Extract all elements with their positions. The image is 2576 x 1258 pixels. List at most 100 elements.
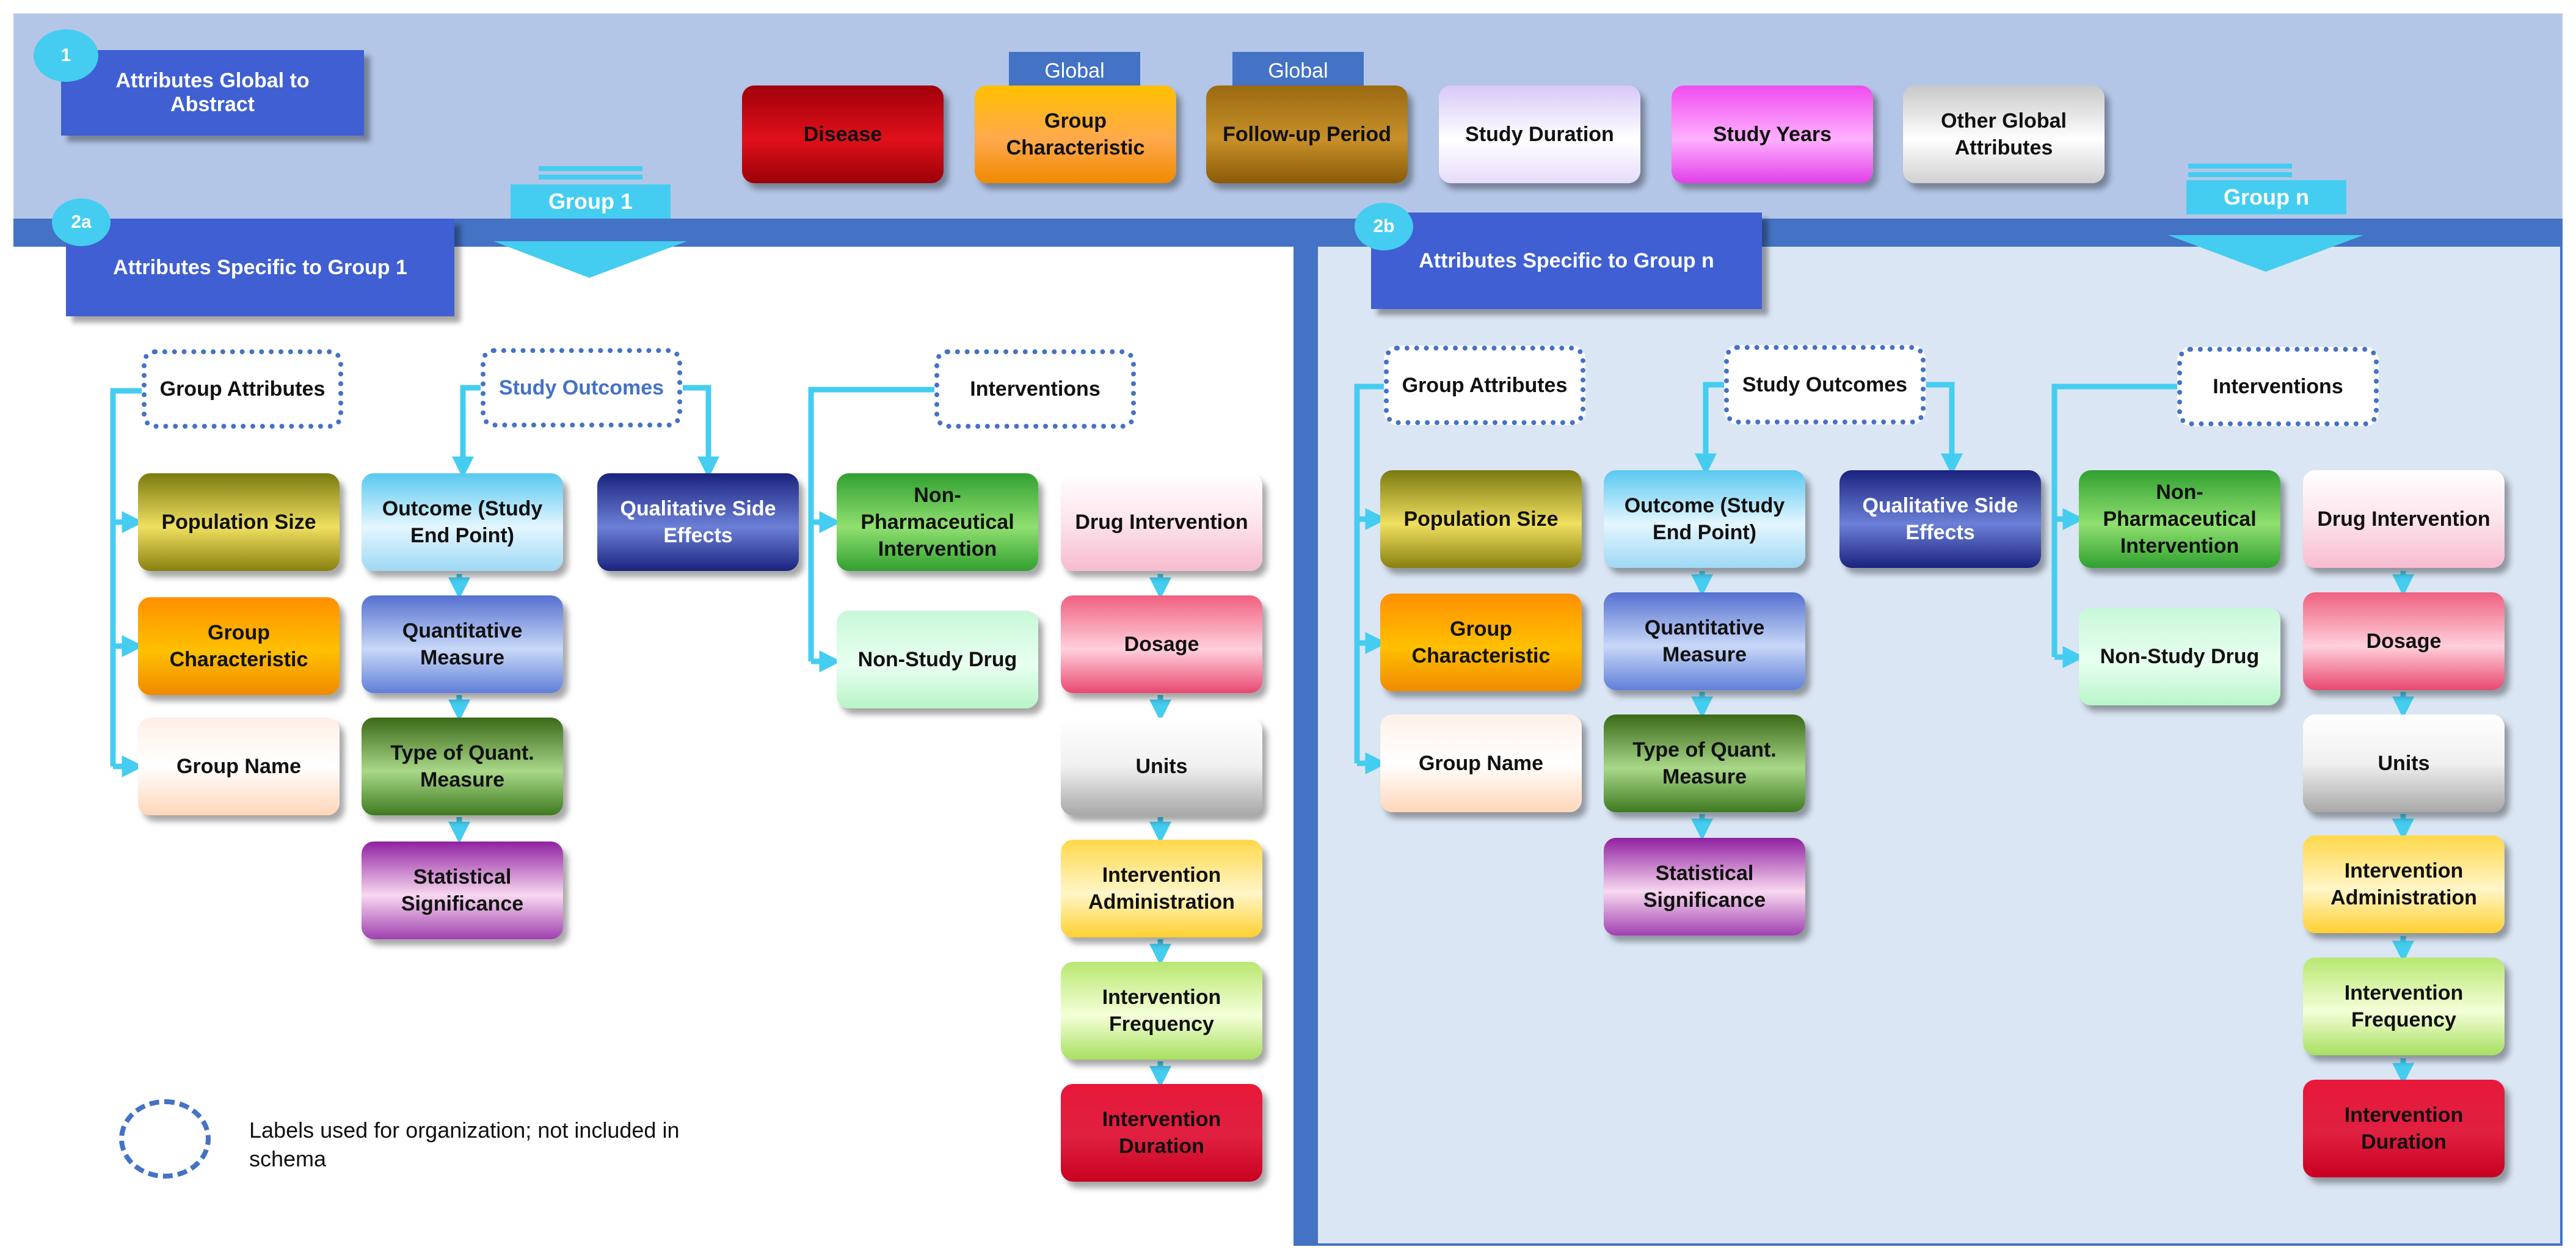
g1-intervention-administration: Intervention Administration — [1061, 840, 1262, 937]
g1-quantitative-measure: Quantitative Measure — [362, 595, 563, 693]
global-attr-group-characteristic: Group Characteristic — [975, 85, 1176, 183]
label-text: Group Attributes — [159, 377, 326, 401]
node-text: Dosage — [2366, 629, 2442, 653]
node-text: Study Duration — [1465, 122, 1614, 146]
g1-statistical-significance: Statistical Significance — [362, 842, 563, 939]
node-text: Population Size — [1403, 507, 1559, 531]
node-text: Quantitative Measure — [1644, 616, 1765, 666]
badge-2a-text: 2a — [71, 212, 92, 232]
g1-intervention-frequency: Intervention Frequency — [1061, 962, 1262, 1060]
global-attr-study-years: Study Years — [1672, 85, 1873, 183]
node-text: Units — [2378, 751, 2430, 775]
node-text: Type of Quant. Measure — [390, 741, 534, 791]
g1-group-characteristic: Group Characteristic — [138, 597, 340, 695]
global-attr-follow-up-period: Follow-up Period — [1206, 85, 1408, 183]
group-n-title: Attributes Specific to Group n — [1371, 213, 1762, 309]
group-n-panel-edge — [1293, 238, 1318, 1246]
gn-group-characteristic: Group Characteristic — [1380, 594, 1582, 691]
node-text: Outcome (Study End Point) — [382, 496, 543, 547]
gn-non-study-drug: Non-Study Drug — [2079, 608, 2280, 705]
gn-type-of-quant-measure: Type of Quant. Measure — [1604, 714, 1805, 812]
g1-label-group-attributes: Group Attributes — [142, 349, 343, 429]
legend-dotted-circle-icon — [119, 1099, 211, 1179]
g1-units: Units — [1061, 718, 1262, 815]
global-attr-study-duration: Study Duration — [1439, 85, 1640, 183]
global-tab-text: Global — [1268, 59, 1328, 82]
node-text: Non-Study Drug — [2100, 644, 2260, 668]
group-1-arrow-text: Group 1 — [548, 189, 633, 214]
badge-1-text: 1 — [60, 45, 71, 65]
group-1-arrow-label: Group 1 — [511, 184, 671, 219]
gn-intervention-administration: Intervention Administration — [2303, 835, 2505, 933]
node-text: Intervention Duration — [1102, 1107, 1221, 1158]
gn-population-size: Population Size — [1380, 470, 1582, 568]
node-text: Group Characteristic — [1411, 617, 1551, 667]
node-text: Outcome (Study End Point) — [1624, 493, 1785, 544]
legend-text-content: Labels used for organization; not includ… — [249, 1118, 680, 1171]
legend-text: Labels used for organization; not includ… — [249, 1116, 713, 1174]
g1-group-name: Group Name — [138, 718, 340, 815]
group-1-arrow — [493, 241, 687, 278]
node-text: Type of Quant. Measure — [1632, 738, 1777, 788]
global-tab-follow-up: Global — [1232, 52, 1364, 90]
gn-outcome: Outcome (Study End Point) — [1604, 470, 1805, 568]
node-text: Intervention Duration — [2344, 1103, 2464, 1154]
global-attributes-title: Attributes Global to Abstract — [61, 50, 364, 136]
node-text: Group Name — [1418, 751, 1544, 775]
g1-population-size: Population Size — [138, 473, 340, 571]
node-text: Other Global Attributes — [1941, 109, 2067, 159]
node-text: Quantitative Measure — [402, 619, 523, 669]
g1-qualitative-side-effects: Qualitative Side Effects — [597, 473, 799, 571]
label-text: Study Outcomes — [498, 376, 664, 399]
node-text: Drug Intervention — [1075, 510, 1248, 534]
label-text: Study Outcomes — [1742, 373, 1908, 396]
global-attr-disease: Disease — [742, 85, 944, 183]
node-text: Intervention Administration — [2330, 859, 2477, 909]
global-tab-group-characteristic: Global — [1009, 52, 1140, 90]
node-text: Qualitative Side Effects — [1862, 493, 2018, 544]
node-text: Follow-up Period — [1223, 122, 1391, 146]
g1-label-study-outcomes: Study Outcomes — [481, 348, 682, 427]
node-text: Group Name — [176, 754, 302, 778]
label-text: Interventions — [2213, 374, 2343, 398]
node-text: Statistical Significance — [1643, 861, 1766, 912]
g1-label-interventions: Interventions — [934, 349, 1136, 429]
node-text: Qualitative Side Effects — [620, 496, 776, 547]
node-text: Units — [1135, 754, 1188, 778]
node-text: Disease — [803, 122, 882, 146]
node-text: Population Size — [161, 510, 316, 534]
g1-dosage: Dosage — [1061, 595, 1262, 693]
node-text: Intervention Frequency — [1102, 985, 1221, 1036]
badge-2b: 2b — [1355, 203, 1413, 250]
gn-group-name: Group Name — [1380, 714, 1582, 812]
global-tab-text: Global — [1044, 59, 1105, 82]
node-text: Statistical Significance — [401, 865, 524, 915]
node-text: Group Characteristic — [1006, 109, 1145, 159]
g1-outcome: Outcome (Study End Point) — [362, 473, 563, 571]
node-text: Study Years — [1712, 122, 1832, 146]
node-text: Non-Pharmaceutical Intervention — [2103, 480, 2257, 558]
gn-qualitative-side-effects: Qualitative Side Effects — [1839, 470, 2041, 568]
node-text: Dosage — [1124, 632, 1199, 656]
node-text: Drug Intervention — [2317, 507, 2490, 531]
g1-drug-intervention: Drug Intervention — [1061, 473, 1262, 571]
node-text: Intervention Frequency — [2344, 981, 2464, 1031]
gn-label-group-attributes: Group Attributes — [1384, 346, 1585, 425]
g1-non-pharmaceutical-intervention: Non-Pharmaceutical Intervention — [837, 473, 1038, 571]
gn-drug-intervention: Drug Intervention — [2303, 470, 2505, 568]
gn-label-interventions: Interventions — [2177, 347, 2379, 426]
node-text: Non-Pharmaceutical Intervention — [860, 483, 1014, 561]
g1-non-study-drug: Non-Study Drug — [837, 611, 1038, 708]
group-n-arrow-label: Group n — [2186, 180, 2346, 214]
gn-statistical-significance: Statistical Significance — [1604, 838, 1805, 936]
gn-dosage: Dosage — [2303, 592, 2505, 690]
node-text: Group Characteristic — [169, 620, 308, 671]
group-1-title-text: Attributes Specific to Group 1 — [113, 255, 407, 279]
gn-units: Units — [2303, 714, 2505, 812]
group-n-arrow-text: Group n — [2224, 184, 2309, 209]
g1-intervention-duration: Intervention Duration — [1061, 1084, 1262, 1182]
gn-intervention-frequency: Intervention Frequency — [2303, 958, 2505, 1055]
gn-non-pharmaceutical-intervention: Non-Pharmaceutical Intervention — [2079, 470, 2280, 568]
